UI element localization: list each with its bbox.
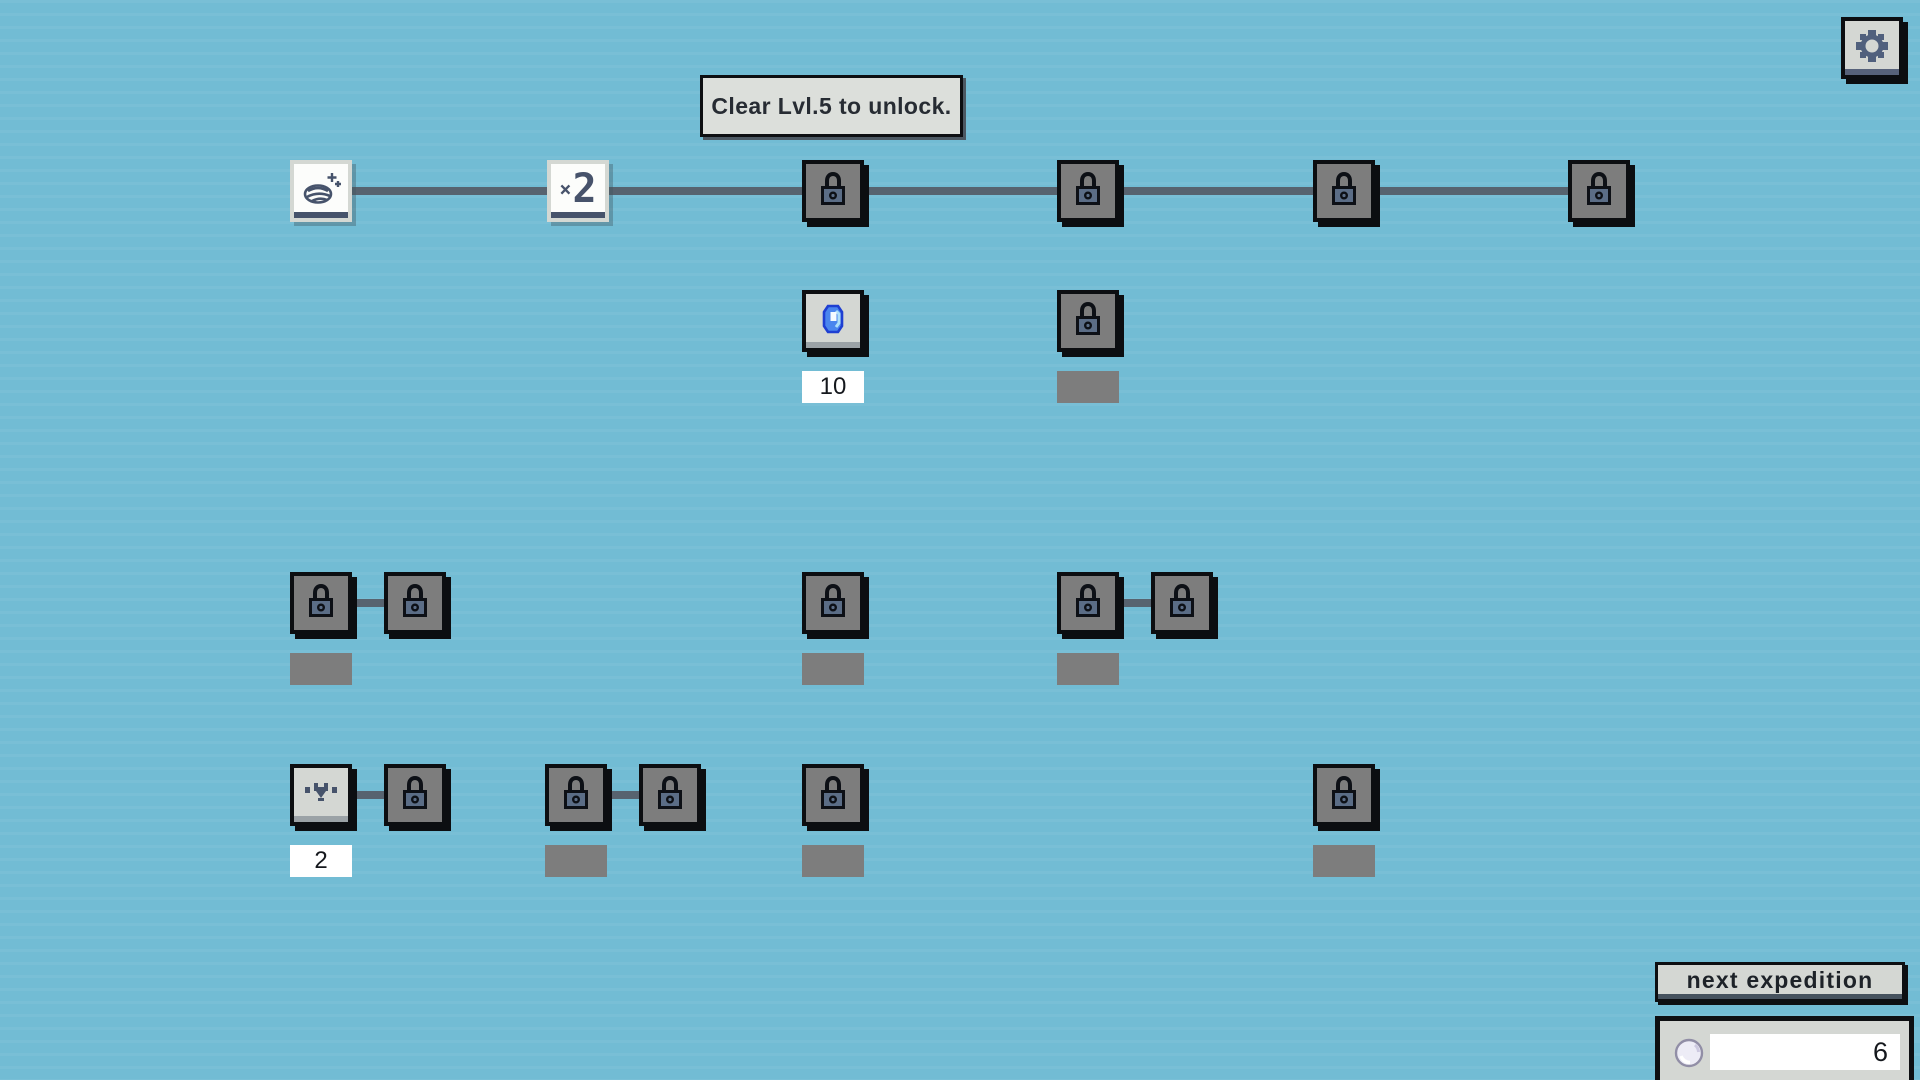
- lock-icon: [1071, 582, 1105, 620]
- node-cost-label-lock-c1: [290, 653, 352, 685]
- lock-icon: [304, 582, 338, 620]
- lock-icon: [816, 774, 850, 812]
- unlock-tooltip: Clear Lvl.5 to unlock.: [700, 75, 963, 137]
- node-lock-a4[interactable]: [1057, 160, 1119, 222]
- node-cost-label-lock-c3: [802, 653, 864, 685]
- connector-line: [352, 187, 547, 195]
- node-cost-label-lock-c4: [1057, 653, 1119, 685]
- pearl-icon: [1673, 1037, 1705, 1069]
- lock-icon: [816, 170, 850, 208]
- node-lock-d5[interactable]: [802, 764, 864, 826]
- node-cost-label-lock-d3: [545, 845, 607, 877]
- currency-panel: 6: [1655, 1016, 1914, 1080]
- node-cost-label-lock-d6: [1313, 845, 1375, 877]
- gear-icon: [1853, 27, 1891, 65]
- lock-icon: [1327, 774, 1361, 812]
- trophy-icon: [304, 783, 338, 803]
- lock-icon: [1165, 582, 1199, 620]
- lock-icon: [1327, 170, 1361, 208]
- connector-line: [352, 791, 384, 799]
- connector-line: [1119, 187, 1313, 195]
- lock-icon: [398, 774, 432, 812]
- lock-icon: [1071, 300, 1105, 338]
- connector-line: [607, 791, 639, 799]
- connector-line: [864, 187, 1057, 195]
- connector-line: [352, 599, 384, 607]
- lock-icon: [816, 582, 850, 620]
- lock-icon: [398, 582, 432, 620]
- node-lock-d3[interactable]: [545, 764, 607, 826]
- node-lock-c2[interactable]: [384, 572, 446, 634]
- gem-icon: [822, 304, 844, 334]
- node-x2[interactable]: ×2: [547, 160, 609, 222]
- node-lock-d2[interactable]: [384, 764, 446, 826]
- connector-line: [1119, 599, 1151, 607]
- galaxy-icon: [300, 170, 342, 208]
- next-expedition-button[interactable]: next expedition: [1655, 962, 1905, 1002]
- lock-icon: [1071, 170, 1105, 208]
- node-lock-a6[interactable]: [1568, 160, 1630, 222]
- lock-icon: [559, 774, 593, 812]
- settings-button[interactable]: [1841, 17, 1903, 79]
- node-lock-c3[interactable]: [802, 572, 864, 634]
- node-lock-c5[interactable]: [1151, 572, 1213, 634]
- node-lock-d6[interactable]: [1313, 764, 1375, 826]
- node-cost-label-lock-b4: [1057, 371, 1119, 403]
- node-lock-a5[interactable]: [1313, 160, 1375, 222]
- lock-icon: [1582, 170, 1616, 208]
- node-galaxy[interactable]: [290, 160, 352, 222]
- node-cost-label-lock-d5: [802, 845, 864, 877]
- connector-line: [609, 187, 802, 195]
- multiplier-text: ×2: [559, 166, 597, 212]
- node-lock-c1[interactable]: [290, 572, 352, 634]
- currency-value: 6: [1710, 1034, 1900, 1070]
- node-trophy[interactable]: [290, 764, 352, 826]
- node-gem-b3[interactable]: [802, 290, 864, 352]
- node-lock-d4[interactable]: [639, 764, 701, 826]
- node-lock-b4[interactable]: [1057, 290, 1119, 352]
- connector-line: [1375, 187, 1568, 195]
- node-cost-label-gem-b3: 10: [802, 371, 864, 403]
- node-lock-a3[interactable]: [802, 160, 864, 222]
- node-cost-label-trophy: 2: [290, 845, 352, 877]
- lock-icon: [653, 774, 687, 812]
- node-lock-c4[interactable]: [1057, 572, 1119, 634]
